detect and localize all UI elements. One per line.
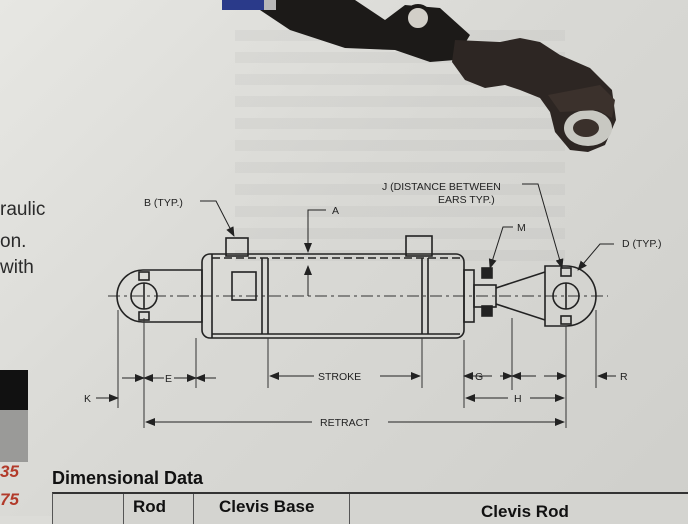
cylinder-photo (222, 0, 616, 152)
label-h: H (514, 393, 522, 405)
left-text-line-1: raulic (0, 199, 46, 220)
label-j-line1: J (DISTANCE BETWEEN (382, 181, 501, 193)
label-r: R (620, 371, 628, 383)
label-b: B (TYP.) (144, 197, 183, 209)
cylinder-barrel (201, 235, 465, 339)
label-a: A (332, 205, 339, 217)
column-header-clevis-rod: Clevis Rod (481, 502, 569, 521)
dimensional-data-table-header: Rod Clevis Base Clevis Rod (52, 492, 688, 524)
label-m: M (517, 222, 526, 234)
rod-clevis (544, 265, 597, 327)
label-e: E (165, 373, 172, 385)
label-stroke: STROKE (318, 371, 361, 383)
label-k: K (84, 393, 91, 405)
label-g: G (475, 371, 483, 383)
column-header-clevis-base: Clevis Base (219, 497, 315, 516)
side-number-1: 35 (0, 462, 19, 481)
section-title: Dimensional Data (52, 468, 204, 488)
left-text-line-3: with (0, 257, 34, 278)
table-gray-bar (0, 410, 28, 462)
label-d: D (TYP.) (622, 238, 661, 250)
table-header-black-bar (0, 370, 28, 410)
label-retract: RETRACT (320, 417, 370, 429)
side-number-2: 75 (0, 490, 19, 509)
left-text-line-2: on. (0, 231, 27, 252)
column-header-rod: Rod (133, 497, 167, 516)
rod-end (463, 267, 546, 323)
base-clevis (116, 269, 203, 323)
label-j-line2: EARS TYP.) (438, 194, 495, 206)
